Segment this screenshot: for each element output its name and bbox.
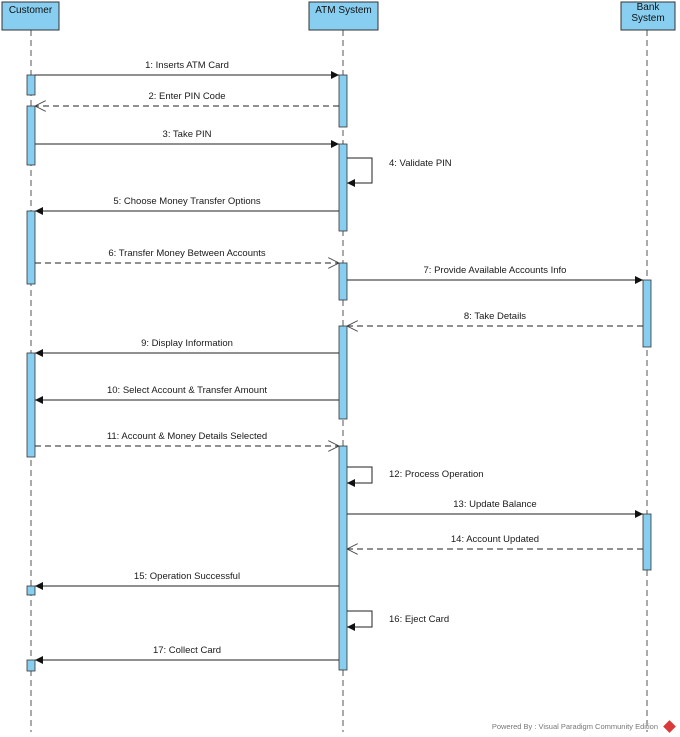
message-16[interactable]: 16: Eject Card (347, 610, 449, 631)
message-17[interactable]: 17: Collect Card (35, 645, 339, 664)
participant-box (620, 1, 676, 31)
message-label: 16: Eject Card (389, 614, 449, 625)
activation-bar-bank (642, 279, 652, 348)
message-label: 4: Validate PIN (389, 158, 452, 169)
message-15[interactable]: 15: Operation Successful (35, 571, 339, 590)
message-8[interactable]: 8: Take Details (347, 311, 643, 326)
message-13[interactable]: 13: Update Balance (347, 499, 643, 518)
self-message-arrow (347, 157, 373, 187)
participant-label: Bank (637, 2, 661, 13)
self-message-arrow (347, 466, 373, 487)
message-11[interactable]: 11: Account & Money Details Selected (35, 431, 339, 446)
message-label: 3: Take PIN (163, 129, 212, 140)
activation-bar-customer (26, 105, 36, 166)
message-label: 15: Operation Successful (134, 571, 240, 582)
participant-label: System (631, 13, 664, 24)
message-label: 8: Take Details (464, 311, 526, 322)
participant-label: ATM System (315, 5, 371, 16)
activation-bar-atm (338, 74, 348, 128)
message-2[interactable]: 2: Enter PIN Code (35, 91, 339, 106)
message-14[interactable]: 14: Account Updated (347, 534, 643, 549)
activation-bar-customer (26, 74, 36, 96)
message-label: 10: Select Account & Transfer Amount (107, 385, 267, 396)
activation-bar-bank (642, 513, 652, 571)
message-12[interactable]: 12: Process Operation (347, 466, 484, 487)
message-label: 12: Process Operation (389, 469, 484, 480)
message-label: 1: Inserts ATM Card (145, 60, 229, 71)
message-7[interactable]: 7: Provide Available Accounts Info (347, 265, 643, 284)
message-label: 6: Transfer Money Between Accounts (108, 248, 266, 259)
message-5[interactable]: 5: Choose Money Transfer Options (35, 196, 339, 215)
message-label: 7: Provide Available Accounts Info (424, 265, 567, 276)
activation-bar-atm (338, 445, 348, 671)
activation-bar-customer (26, 210, 36, 285)
footer-text: Powered By : Visual Paradigm Community E… (491, 722, 658, 731)
participant-box (1, 1, 60, 31)
message-10[interactable]: 10: Select Account & Transfer Amount (35, 385, 339, 404)
message-3[interactable]: 3: Take PIN (35, 129, 339, 148)
participant-customer[interactable]: Customer (1, 1, 60, 31)
message-label: 11: Account & Money Details Selected (107, 431, 267, 442)
activation-bar-atm (338, 325, 348, 420)
message-1[interactable]: 1: Inserts ATM Card (35, 60, 339, 79)
activation-bar-customer (26, 659, 36, 672)
activation-bar-customer (26, 585, 36, 596)
visual-paradigm-logo-icon (663, 720, 676, 733)
message-label: 5: Choose Money Transfer Options (113, 196, 261, 207)
participant-label: Customer (9, 5, 53, 16)
activation-bar-atm (338, 143, 348, 232)
footer: Powered By : Visual Paradigm Community E… (491, 720, 676, 733)
message-label: 2: Enter PIN Code (148, 91, 225, 102)
message-4[interactable]: 4: Validate PIN (347, 157, 452, 187)
message-label: 17: Collect Card (153, 645, 221, 656)
message-6[interactable]: 6: Transfer Money Between Accounts (35, 248, 339, 263)
message-9[interactable]: 9: Display Information (35, 338, 339, 357)
activation-bar-customer (26, 352, 36, 458)
activation-bar-atm (338, 262, 348, 301)
message-label: 14: Account Updated (451, 534, 539, 545)
self-message-arrow (347, 610, 373, 631)
participant-atm[interactable]: ATM System (308, 1, 379, 31)
message-label: 13: Update Balance (453, 499, 536, 510)
message-label: 9: Display Information (141, 338, 233, 349)
participant-box (308, 1, 379, 31)
